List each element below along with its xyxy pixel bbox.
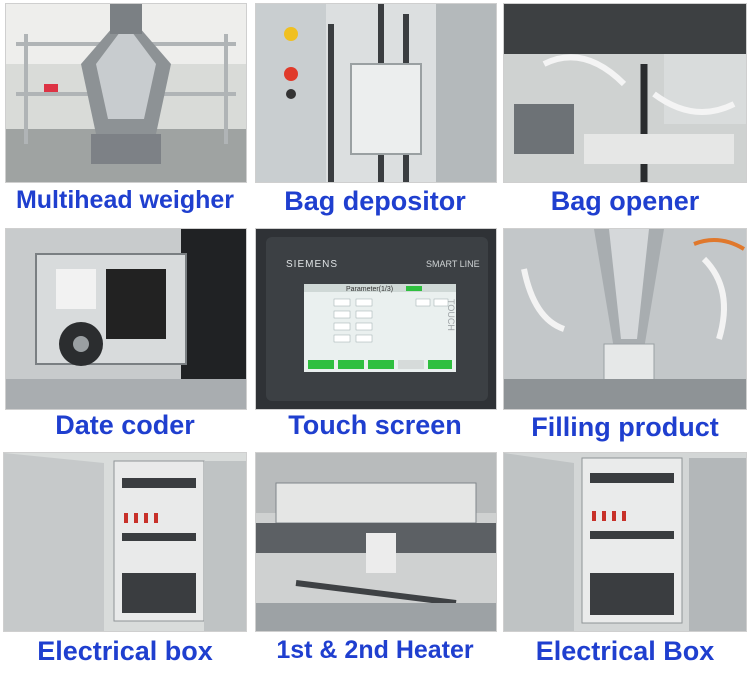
panel-date-coder: Date coder	[0, 224, 250, 448]
caption: Electrical Box	[535, 636, 715, 666]
date-coder-photo	[5, 228, 247, 410]
screen-title: Parameter(1/3)	[346, 286, 394, 293]
caption: Filling product	[531, 412, 719, 442]
caption: Date coder	[55, 410, 195, 440]
heater-photo	[255, 452, 497, 632]
screen-line: SMART LINE	[426, 259, 480, 269]
electrical-box-photo	[3, 452, 247, 632]
bag-opener-photo	[503, 3, 747, 183]
multihead-weigher-photo	[5, 3, 247, 183]
panel-bag-depositor: Bag depositor	[250, 0, 500, 224]
panel-electrical-box-1: Electrical box	[0, 448, 250, 673]
panel-touch-screen: SIEMENS SMART LINE TOUCH Parameter(1/3) …	[250, 224, 500, 448]
bag-depositor-photo	[255, 3, 497, 183]
panel-heater: 1st & 2nd Heater	[250, 448, 500, 673]
caption: Bag opener	[550, 186, 700, 216]
panel-multihead-weigher: Multihead weigher	[0, 0, 250, 224]
electrical-box-photo	[503, 452, 747, 632]
panel-electrical-box-2: Electrical Box	[500, 448, 750, 673]
panel-filling-product: Filling product	[500, 224, 750, 448]
caption: Multihead weigher	[15, 186, 235, 214]
caption: Touch screen	[288, 410, 462, 440]
panel-bag-opener: Bag opener	[500, 0, 750, 224]
touch-screen-photo: SIEMENS SMART LINE TOUCH Parameter(1/3)	[255, 228, 497, 410]
caption: 1st & 2nd Heater	[276, 636, 474, 664]
caption: Electrical box	[37, 636, 213, 666]
filling-product-photo	[503, 228, 747, 410]
caption: Bag depositor	[284, 186, 466, 216]
screen-brand: SIEMENS	[286, 259, 339, 270]
screen-touch: TOUCH	[446, 299, 456, 331]
